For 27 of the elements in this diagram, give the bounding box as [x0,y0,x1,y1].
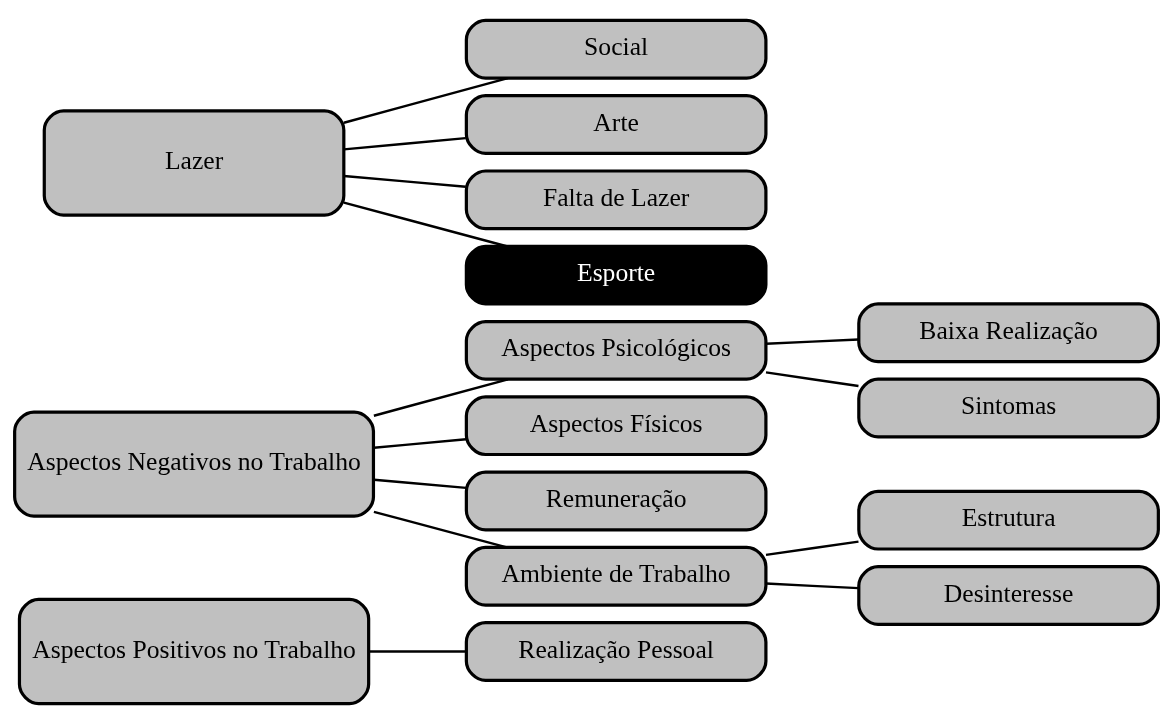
node-box: Falta de Lazer [464,169,768,231]
node-box: Ambiente de Trabalho [464,545,768,607]
node-box: Sintomas [857,377,1160,439]
connector [369,650,466,653]
node-box: Baixa Realização [857,302,1160,364]
connector [765,371,859,388]
node-box: Esporte [464,244,768,306]
node-box: Arte [464,94,768,155]
node-box: Aspectos Físicos [464,395,768,457]
node-box: Aspectos Positivos no Trabalho [17,597,371,706]
connector [343,136,466,151]
connector [373,478,467,490]
node-box: Remuneração [464,470,768,532]
node-box: Desinteresse [857,565,1160,626]
node-box: Realização Pessoal [464,621,768,682]
node-box: Social [464,18,768,80]
node-box: Aspectos Psicológicos [464,319,768,381]
connector [373,510,508,549]
node-box: Lazer [42,109,346,217]
node-box: Estrutura [857,489,1160,551]
connector [373,438,467,449]
node-box: Aspectos Negativos no Trabalho [13,410,376,518]
connector [765,540,859,557]
connector [343,201,507,248]
connector [765,582,859,590]
connector [343,174,466,188]
connector [765,338,859,345]
